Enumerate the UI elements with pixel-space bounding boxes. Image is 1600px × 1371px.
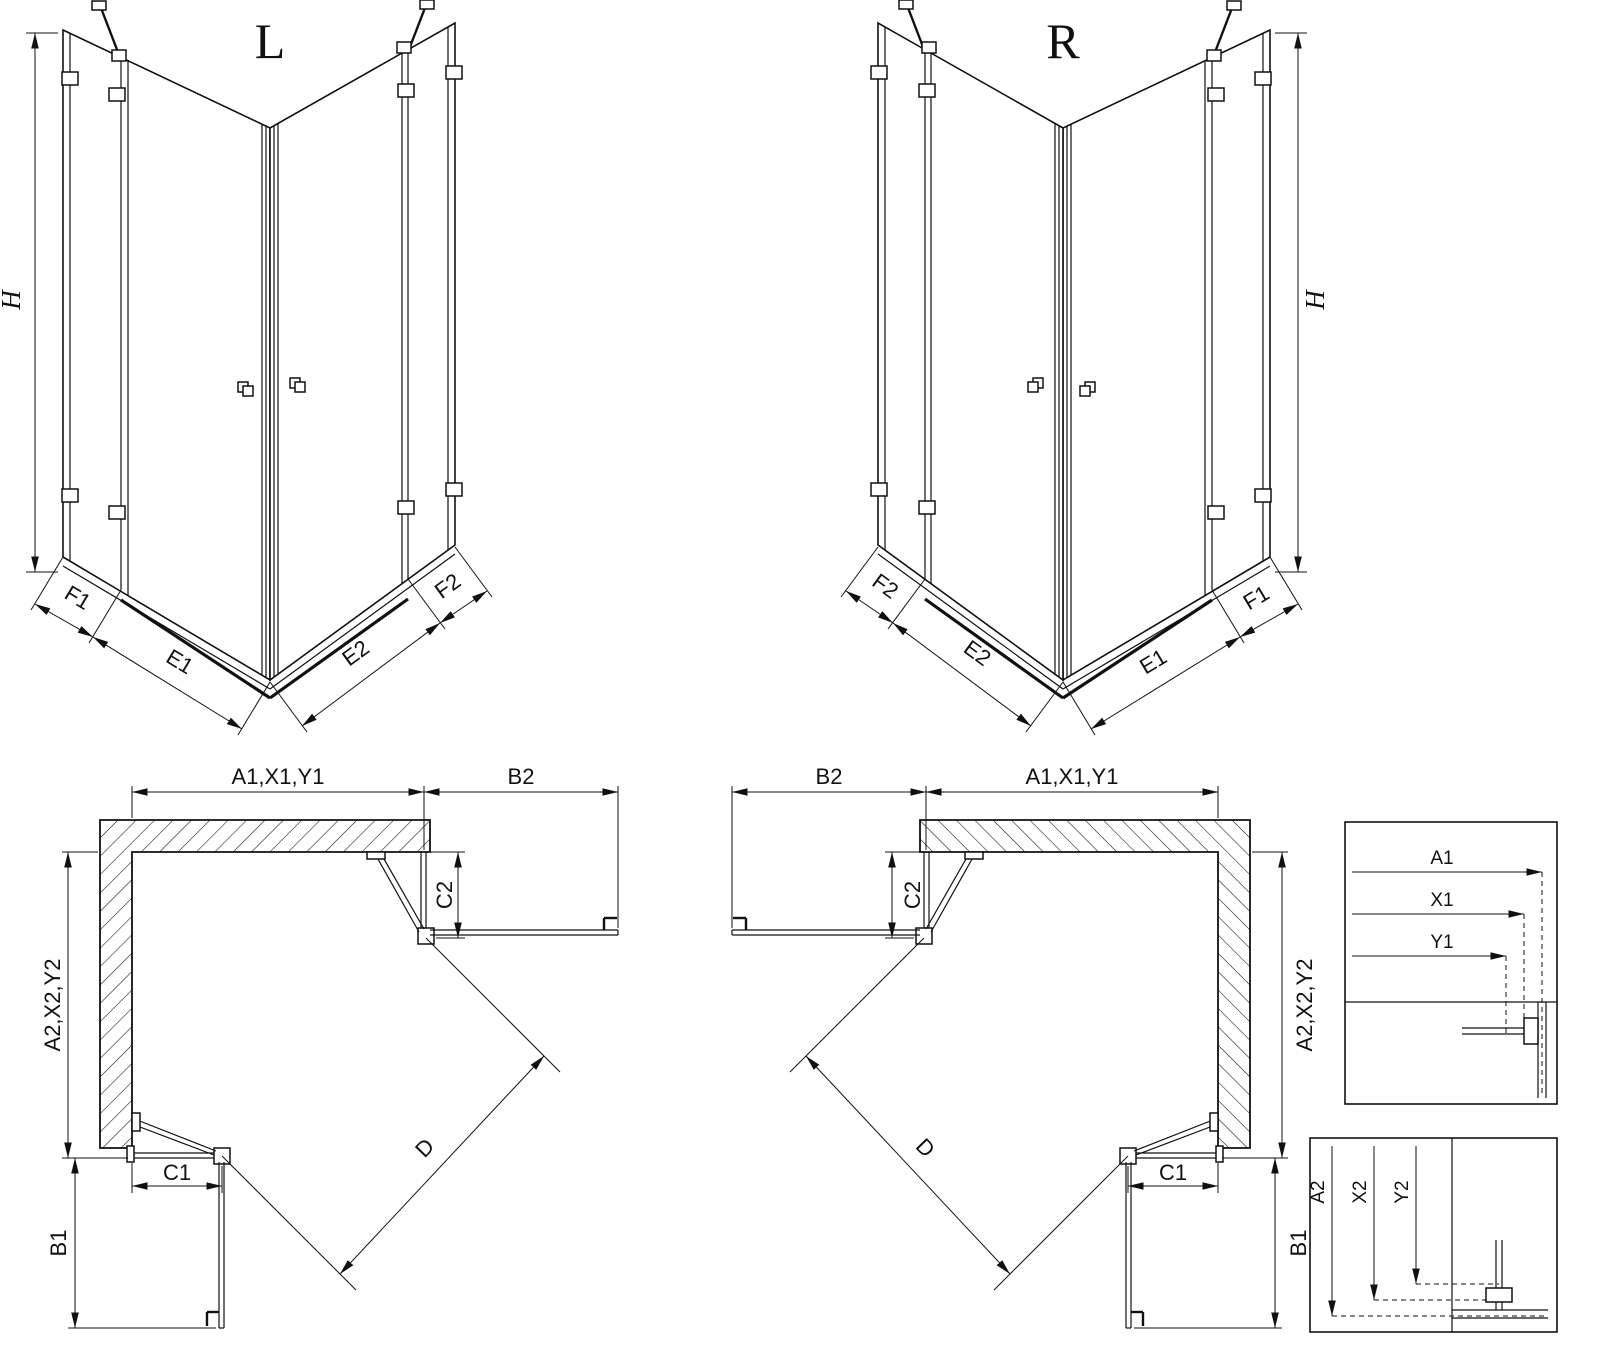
iso-view-right — [841, 0, 1307, 735]
detail-width-label-x1: X1 — [1430, 890, 1453, 911]
detail-width-label-y1: Y1 — [1430, 932, 1453, 953]
plan-right-dim-width: A1,X1,Y1 — [1026, 764, 1119, 789]
plan-right-dim-d: D — [911, 1133, 940, 1162]
plan-view-left — [62, 786, 618, 1328]
iso-left-title: L — [255, 13, 286, 69]
plan-right-dim-b1: B1 — [1286, 1230, 1311, 1257]
iso-view-left — [26, 0, 492, 735]
iso-left-dim-e2: E2 — [337, 635, 373, 671]
plan-left-dim-c2: C2 — [432, 881, 457, 909]
plan-left-dim-b2: B2 — [508, 764, 535, 789]
iso-right-dim-f2: F2 — [868, 568, 903, 603]
plan-right-dim-b2: B2 — [816, 764, 843, 789]
iso-right-title: R — [1046, 13, 1080, 69]
detail-width-label-a1: A1 — [1430, 848, 1453, 869]
detail-labels: A1 X1 Y1 A2 X2 Y2 — [1308, 848, 1454, 1204]
detail-depth-label-x2: X2 — [1350, 1180, 1371, 1203]
wall-profile-section — [1485, 1287, 1513, 1303]
iso-right-dim-h: H — [1300, 289, 1330, 311]
plan-view-right — [732, 786, 1288, 1328]
plan-right-dim-c1: C1 — [1159, 1160, 1187, 1185]
iso-left-dim-f2: F2 — [430, 568, 465, 603]
iso-left-dim-f1: F1 — [60, 580, 95, 615]
plan-left-dim-b1: B1 — [46, 1230, 71, 1257]
detail-frame — [1309, 1137, 1558, 1333]
plan-left-dim-c1: C1 — [163, 1160, 191, 1185]
iso-left-dim-e1: E1 — [162, 644, 198, 679]
plan-right-dim-depth: A2,X2,Y2 — [1292, 959, 1317, 1052]
iso-right-dim-e1: E1 — [1135, 644, 1171, 679]
iso-left-dim-h: H — [0, 289, 26, 311]
wall-profile-section — [1523, 1017, 1539, 1045]
plan-right-labels: B2 A1,X1,Y1 C2 A2,X2,Y2 C1 B1 D — [816, 764, 1317, 1256]
plan-left-labels: A1,X1,Y1 B2 C2 A2,X2,Y2 C1 B1 D — [40, 764, 534, 1256]
detail-box-width-refs — [1344, 821, 1558, 1105]
iso-right-dim-e2: E2 — [959, 635, 995, 671]
detail-box-depth-refs — [1309, 1137, 1558, 1333]
plan-left-dim-width: A1,X1,Y1 — [232, 764, 325, 789]
plan-left-dim-depth: A2,X2,Y2 — [40, 959, 65, 1052]
detail-depth-label-a2: A2 — [1308, 1180, 1329, 1203]
detail-depth-label-y2: Y2 — [1392, 1180, 1413, 1203]
plan-right-dim-c2: C2 — [900, 881, 925, 909]
detail-frame — [1344, 821, 1558, 1105]
iso-right-dim-f1: F1 — [1239, 580, 1274, 615]
plan-left-dim-d: D — [410, 1133, 439, 1162]
